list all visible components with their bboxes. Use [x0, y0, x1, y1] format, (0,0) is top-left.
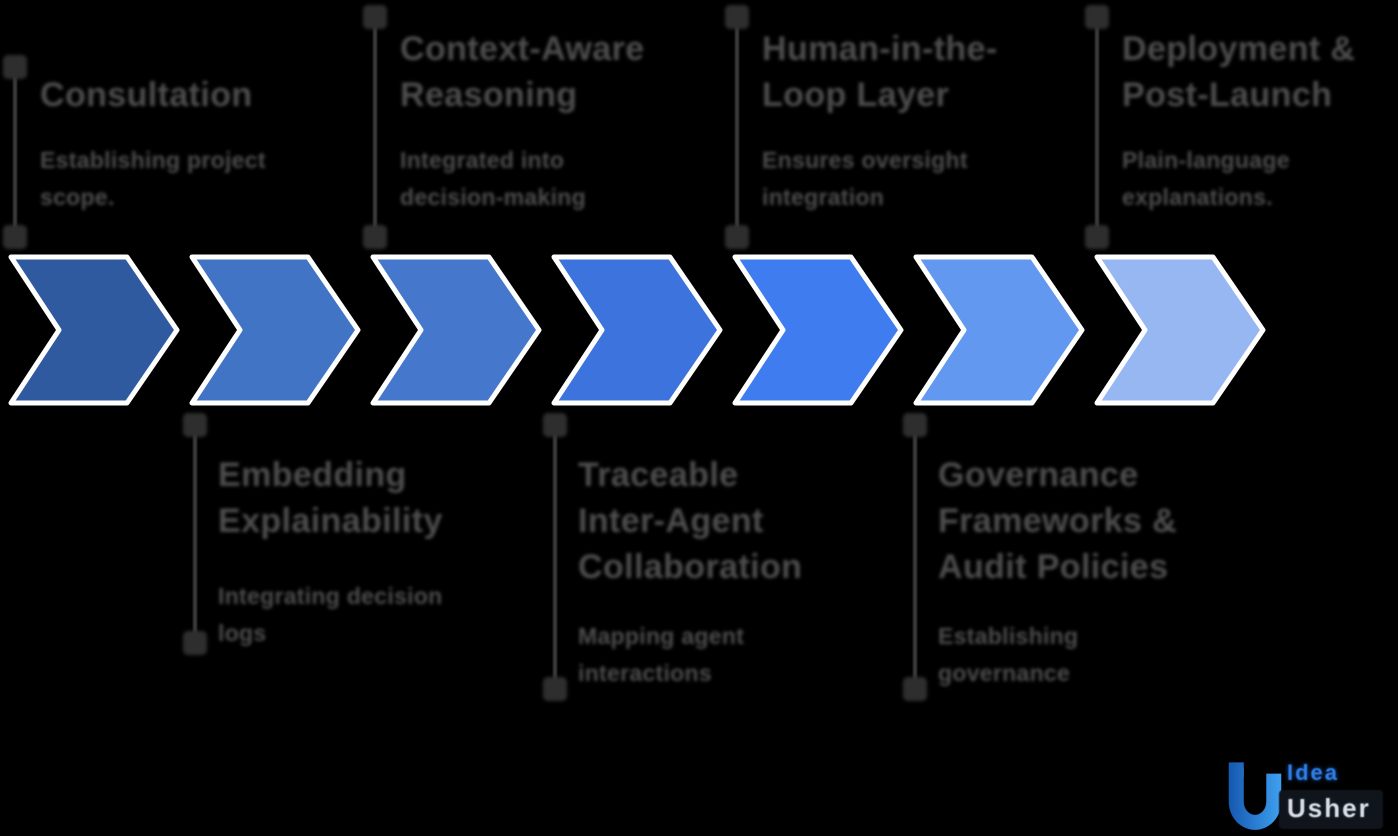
- step-subtitle-line: Establishing: [938, 623, 1079, 649]
- step-subtitle: Establishing governance: [938, 618, 1078, 692]
- connector-dot-icon: [730, 230, 744, 244]
- connector-dot-icon: [1090, 230, 1104, 244]
- connector-dot-icon: [368, 230, 382, 244]
- connector-dot-icon: [908, 682, 922, 696]
- step-subtitle: Integrating decision logs: [218, 578, 443, 652]
- connector-line: [735, 16, 739, 238]
- chevron-arrow-icon: [1094, 254, 1266, 406]
- step-title-line: Reasoning: [400, 76, 578, 114]
- step-title-line: Inter-Agent: [578, 502, 764, 540]
- connector-dot-icon: [188, 636, 202, 650]
- step-subtitle-line: integration: [762, 184, 885, 210]
- step-subtitle-line: Plain-language: [1122, 147, 1290, 173]
- step-subtitle-line: Establishing project: [40, 147, 266, 173]
- process-arrow-row: [8, 254, 1266, 406]
- connector-dot-icon: [548, 682, 562, 696]
- step-subtitle-line: Integrated into: [400, 147, 565, 173]
- step-title: Traceable Inter-Agent Collaboration: [578, 452, 802, 590]
- step-title: Deployment & Post-Launch: [1122, 26, 1355, 118]
- step-subtitle-line: interactions: [578, 660, 712, 686]
- connector-line: [13, 66, 17, 238]
- step-subtitle: Plain-language explanations.: [1122, 142, 1290, 216]
- connector-dot-icon: [368, 10, 382, 24]
- step-title-line: Consultation: [40, 76, 253, 114]
- step-subtitle: Ensures oversight integration: [762, 142, 968, 216]
- step-title-line: Post-Launch: [1122, 76, 1333, 114]
- connector-dot-icon: [8, 60, 22, 74]
- chevron-arrow-icon: [732, 254, 904, 406]
- step-title-line: Frameworks &: [938, 502, 1178, 540]
- connector-dot-icon: [8, 230, 22, 244]
- step-title-line: Deployment &: [1122, 30, 1356, 68]
- logo-u-icon: [1228, 762, 1282, 830]
- step-title: Governance Frameworks & Audit Policies: [938, 452, 1177, 590]
- step-subtitle: Integrated into decision-making: [400, 142, 586, 216]
- step-title: Human-in-the- Loop Layer: [762, 26, 998, 118]
- logo-brand-bottom: Usher: [1279, 790, 1383, 829]
- connector-line: [373, 16, 377, 238]
- step-title: Embedding Explainability: [218, 452, 443, 544]
- step-title: Consultation: [40, 72, 253, 118]
- step-title: Context-Aware Reasoning: [400, 26, 645, 118]
- step-title-line: Loop Layer: [762, 76, 950, 114]
- step-title-line: Collaboration: [578, 548, 803, 586]
- chevron-arrow-icon: [913, 254, 1085, 406]
- step-title-line: Human-in-the-: [762, 30, 998, 68]
- connector-line: [553, 424, 557, 690]
- step-subtitle-line: scope.: [40, 184, 115, 210]
- connector-dot-icon: [188, 418, 202, 432]
- step-subtitle-line: decision-making: [400, 184, 586, 210]
- step-subtitle-line: logs: [218, 620, 267, 646]
- step-title-line: Context-Aware: [400, 30, 645, 68]
- step-subtitle-line: governance: [938, 660, 1071, 686]
- idea-usher-logo: Idea Usher: [1215, 756, 1395, 834]
- step-subtitle: Establishing project scope.: [40, 142, 266, 216]
- logo-brand-top: Idea: [1287, 760, 1340, 785]
- step-subtitle-line: Integrating decision: [218, 583, 443, 609]
- connector-dot-icon: [548, 418, 562, 432]
- step-subtitle: Mapping agent interactions: [578, 618, 744, 692]
- step-title-line: Governance: [938, 456, 1139, 494]
- step-title-line: Audit Policies: [938, 548, 1169, 586]
- connector-dot-icon: [908, 418, 922, 432]
- connector-line: [1095, 16, 1099, 238]
- chevron-arrow-icon: [370, 254, 542, 406]
- step-subtitle-line: explanations.: [1122, 184, 1273, 210]
- connector-dot-icon: [1090, 10, 1104, 24]
- step-subtitle-line: Ensures oversight: [762, 147, 968, 173]
- chevron-arrow-icon: [8, 254, 180, 406]
- connector-dot-icon: [730, 10, 744, 24]
- step-subtitle-line: Mapping agent: [578, 623, 745, 649]
- chevron-arrow-icon: [551, 254, 723, 406]
- chevron-arrow-icon: [189, 254, 361, 406]
- step-title-line: Embedding: [218, 456, 407, 494]
- connector-line: [913, 424, 917, 690]
- connector-line: [193, 424, 197, 644]
- step-title-line: Explainability: [218, 502, 443, 540]
- step-title-line: Traceable: [578, 456, 739, 494]
